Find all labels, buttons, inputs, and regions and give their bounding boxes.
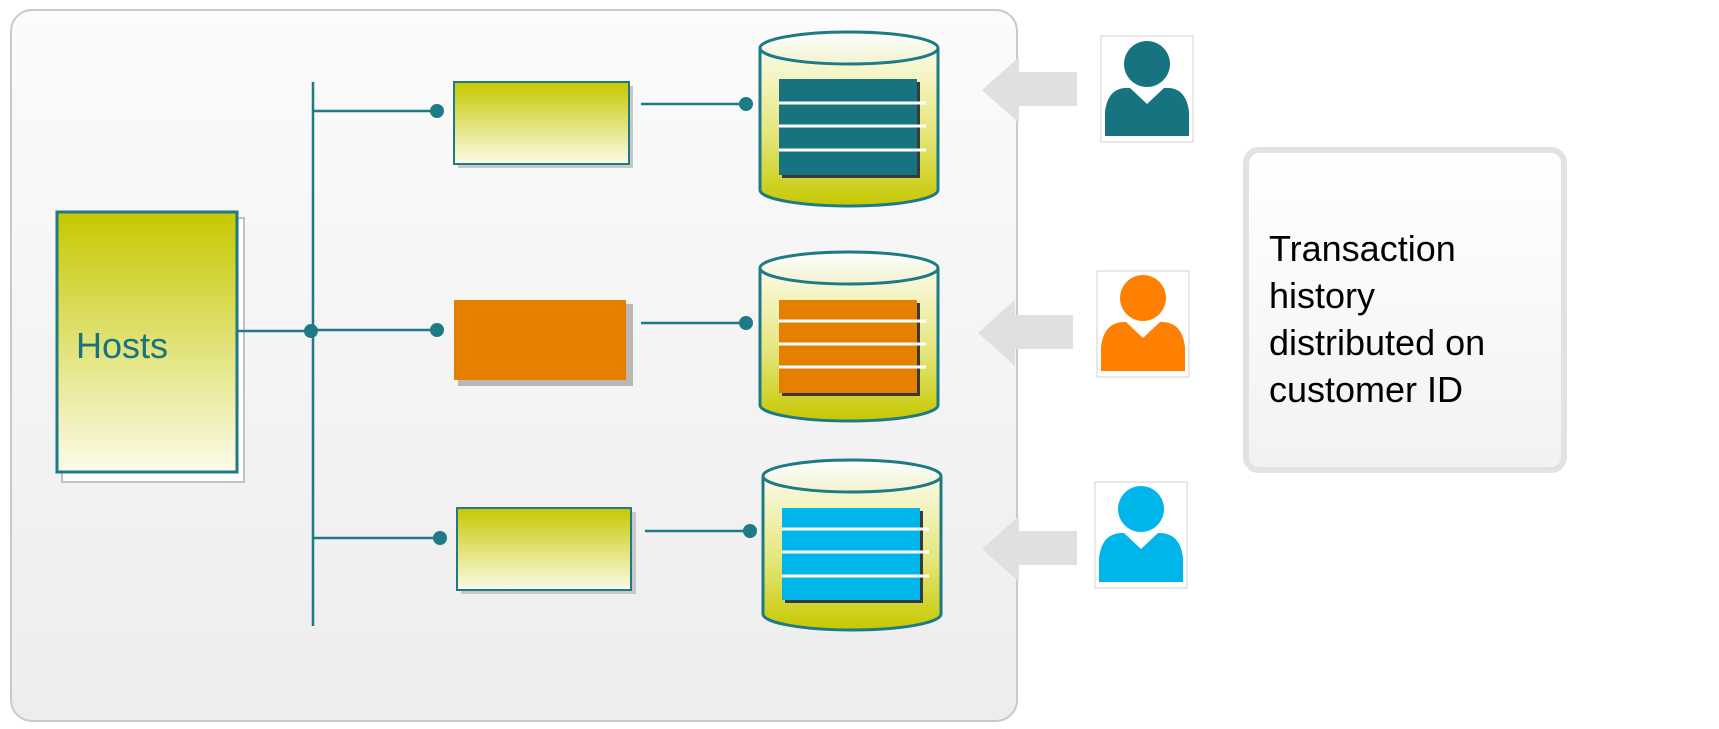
connector-dot [739, 316, 753, 330]
connector-dot [430, 104, 444, 118]
connector-dot [743, 524, 757, 538]
user-icon [1096, 270, 1190, 378]
hosts-label: Hosts [76, 325, 168, 366]
database-cylinder [758, 30, 940, 208]
server-node [453, 81, 630, 165]
node-row-2 [430, 250, 1190, 423]
database-cylinder [761, 458, 943, 632]
connector-dot [433, 531, 447, 545]
user-icon [1100, 35, 1194, 143]
server-node [454, 300, 626, 380]
hosts-box: Hosts [55, 210, 245, 483]
database-cylinder [758, 250, 940, 423]
bus-junction [304, 324, 318, 338]
connector-dot [430, 323, 444, 337]
network-bus [237, 82, 440, 626]
user-icon [1094, 481, 1188, 589]
arrow-left-icon [982, 57, 1077, 123]
node-row-3 [433, 458, 1188, 632]
arrow-left-icon [978, 300, 1073, 366]
connector-dot [739, 97, 753, 111]
data-block [779, 300, 917, 393]
note-text: Transaction history distributed on custo… [1269, 228, 1486, 410]
data-block [782, 508, 920, 600]
arrow-left-icon [982, 516, 1077, 582]
server-node [456, 507, 632, 591]
node-row-1 [430, 30, 1194, 208]
note-box: Transaction history distributed on custo… [1243, 147, 1567, 473]
